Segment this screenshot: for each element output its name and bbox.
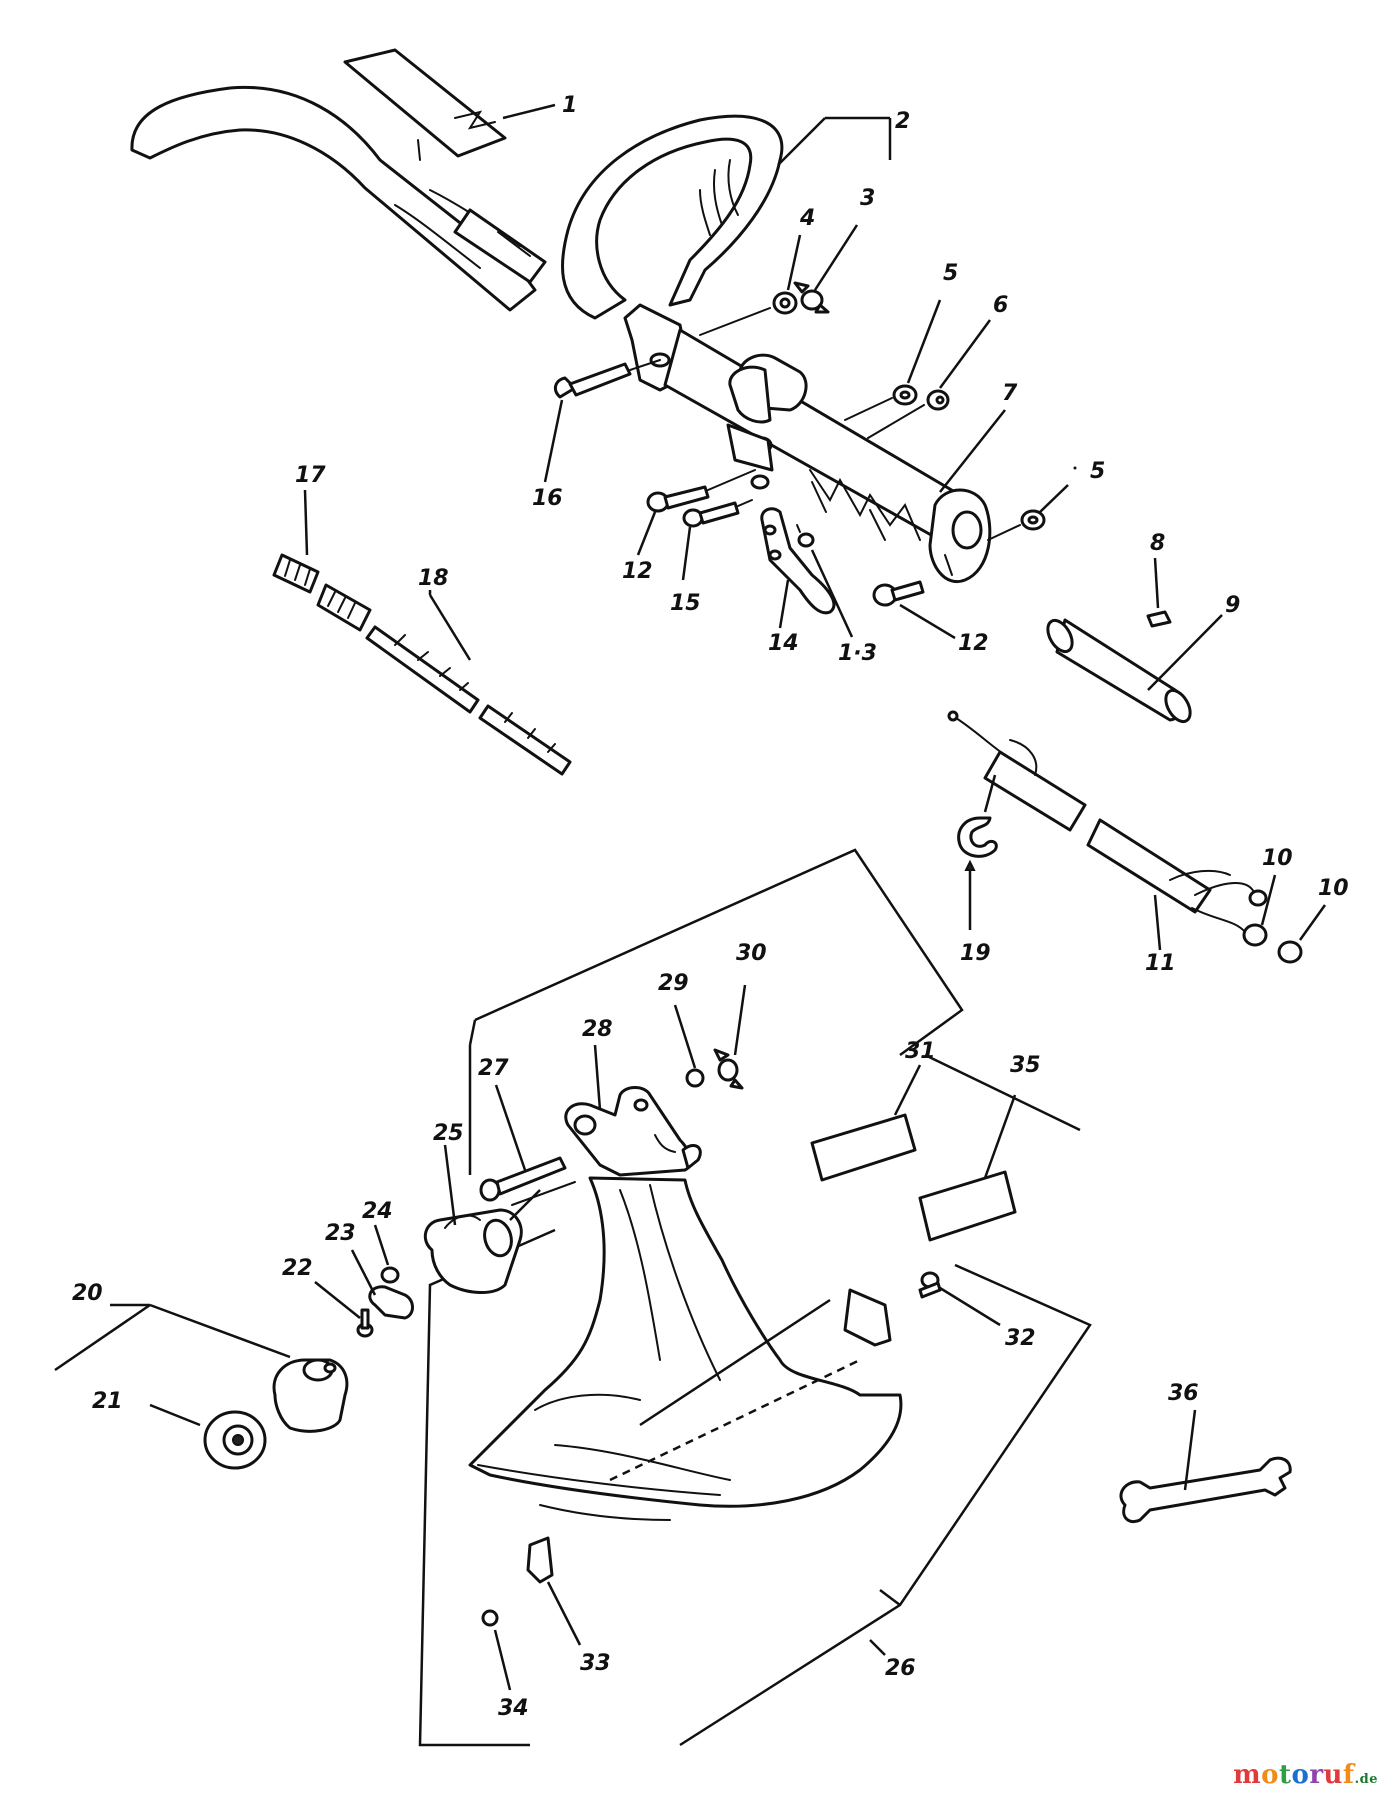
part-12-screw-lower <box>872 580 925 607</box>
part-27-bolt <box>479 1156 567 1202</box>
part-32-screw <box>918 1271 942 1299</box>
callout-15: 15 <box>670 591 701 616</box>
part-26-grass-guard <box>468 1176 903 1521</box>
watermark-letter: m <box>1233 1760 1262 1790</box>
part-5-nut-upper <box>892 384 918 406</box>
callout-21: 21 <box>92 1389 123 1414</box>
part-28-guard-bracket <box>564 1086 702 1177</box>
watermark-letter: r <box>1309 1760 1324 1790</box>
watermark-tld: .de <box>1354 1772 1378 1787</box>
callout-5-lower: 5 <box>1090 459 1105 484</box>
callout-6: 6 <box>993 293 1008 318</box>
part-18-drive-shaft <box>365 625 572 776</box>
shaft-assembly <box>130 85 547 312</box>
watermark-letter: f <box>1342 1760 1355 1790</box>
bracket-26-outline <box>418 848 1092 1747</box>
watermark-letter: o <box>1261 1760 1279 1790</box>
callout-34: 34 <box>498 1696 529 1721</box>
callout-11: 11 <box>1145 951 1176 976</box>
part-29-washer <box>685 1068 705 1088</box>
callout-26: 26 <box>885 1656 916 1681</box>
callout-1: 1 <box>562 93 577 118</box>
callout-20: 20 <box>72 1281 103 1306</box>
part-22-bolt <box>356 1308 374 1338</box>
callout-18: 18 <box>418 566 449 591</box>
callout-30: 30 <box>736 941 767 966</box>
part-6-lock-washer <box>926 389 950 411</box>
part-16-bolt <box>553 362 632 399</box>
callout-35: 35 <box>1010 1053 1041 1078</box>
watermark-letter: t <box>1278 1760 1292 1790</box>
callout-27: 27 <box>478 1056 509 1081</box>
callout-36: 36 <box>1168 1381 1199 1406</box>
callout-31: 31 <box>905 1039 936 1064</box>
part-7-throttle-housing <box>663 328 992 584</box>
part-4-washer <box>772 291 798 315</box>
part-24-nut <box>380 1266 400 1284</box>
callout-4: 4 <box>799 206 815 231</box>
callout-25: 25 <box>433 1121 464 1146</box>
callout-13: 1·3 <box>838 641 877 666</box>
part-15-screw <box>682 501 740 528</box>
callout-10-b: 10 <box>1318 876 1349 901</box>
part-3-wing-nut <box>793 281 830 314</box>
callout-5-upper: 5 <box>943 261 958 286</box>
part-21-spool <box>203 1410 267 1470</box>
callout-28: 28 <box>582 1017 613 1042</box>
part-2-loop-handle <box>560 114 784 392</box>
callout-9: 9 <box>1225 593 1240 618</box>
callout-10-a: 10 <box>1262 846 1293 871</box>
watermark-word: motoruf <box>1233 1760 1355 1790</box>
part-30-wing-nut <box>713 1048 744 1090</box>
watermark-letter: u <box>1323 1760 1343 1790</box>
callout-33: 33 <box>580 1651 611 1676</box>
watermark-letter: o <box>1291 1760 1310 1790</box>
part-20-trimmer-head <box>272 1358 349 1433</box>
callout-labels: 1 2 3 4 5 6 7 5 16 12 15 14 1·3 12 8 9 1… <box>72 93 1349 1721</box>
callout-16: 16 <box>532 486 563 511</box>
callout-23: 23 <box>325 1221 356 1246</box>
part-10-nut-a <box>1242 923 1268 947</box>
part-9-tube <box>1046 618 1192 724</box>
callout-22: 22 <box>282 1256 313 1281</box>
callout-12-lower: 12 <box>958 631 989 656</box>
part-11-throttle-cable <box>947 710 1268 933</box>
callout-24: 24 <box>362 1199 393 1224</box>
part-19-e-clip <box>957 816 998 858</box>
part-25-gear-housing <box>423 1208 523 1294</box>
part-35-label <box>918 1170 1017 1242</box>
part-13-pin <box>796 524 815 548</box>
motoruf-watermark-logo: motoruf.de <box>1233 1760 1378 1790</box>
part-1-decal <box>343 48 507 158</box>
part-17-shaft-coupling <box>272 553 372 632</box>
callout-3: 3 <box>860 186 875 211</box>
part-36-wrench <box>1119 1456 1292 1524</box>
part-14-throttle-trigger <box>760 507 836 615</box>
part-8-clip <box>1146 610 1172 628</box>
callout-12-upper: 12 <box>622 559 653 584</box>
part-33-line-cutter <box>526 1536 554 1584</box>
part-12-screw-upper <box>646 485 710 513</box>
part-31-label <box>810 1113 917 1182</box>
callout-2: 2 <box>895 109 910 134</box>
part-34-nut <box>481 1609 499 1627</box>
callout-32: 32 <box>1005 1326 1036 1351</box>
callout-7: 7 <box>1002 381 1018 406</box>
part-5-nut-lower <box>1020 509 1046 531</box>
callout-17: 17 <box>295 463 326 488</box>
callout-29: 29 <box>658 971 689 996</box>
part-10-nut-b <box>1277 940 1303 964</box>
callout-14: 14 <box>768 631 799 656</box>
callout-8: 8 <box>1150 531 1165 556</box>
callout-19: 19 <box>960 941 991 966</box>
part-23-clamp <box>368 1285 414 1320</box>
